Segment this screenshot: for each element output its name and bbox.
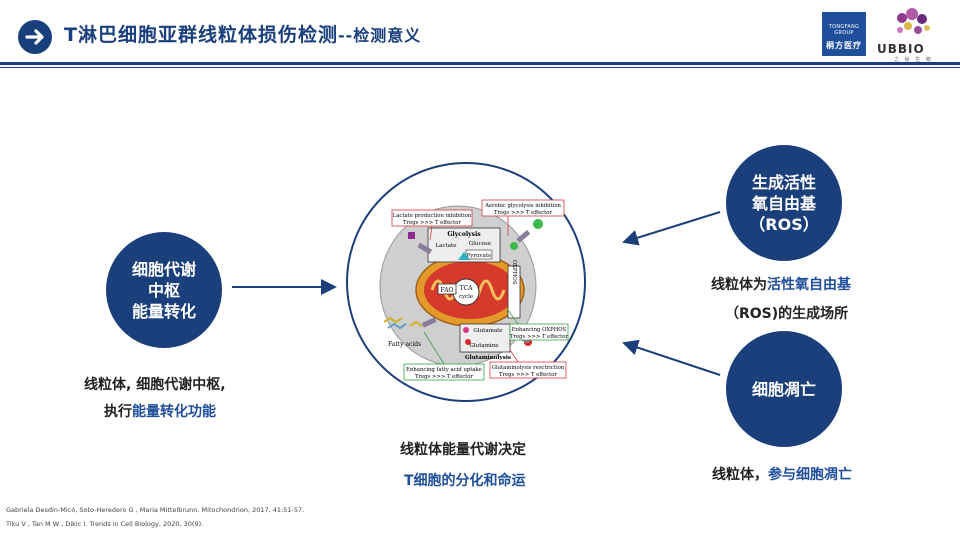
center-caption-2: T细胞的分化和命运 (404, 473, 526, 489)
ubbio-logo-mark (872, 4, 952, 62)
apoptosis-line-1: 细胞凋亡 (751, 379, 816, 399)
glucose-label: Glucose (469, 241, 491, 247)
glucose-molecule (533, 219, 543, 229)
metabolism-line-3: 能量转化 (131, 301, 196, 321)
apoptosis-caption-highlight: 参与细胞凋亡 (768, 467, 852, 483)
metabolism-circle: 细胞代谢 中枢 能量转化 (106, 232, 222, 348)
glutamine-label: Glutamine (470, 343, 499, 349)
box-lactate-line1: Lactate production inhibition (393, 213, 472, 219)
ubbio-logo-text: UBBIO (877, 42, 925, 56)
apoptosis-caption: 线粒体，参与细胞凋亡 (712, 464, 852, 484)
glutamate-label: Glutamate (473, 328, 502, 334)
apoptosis-circle: 细胞凋亡 (726, 331, 842, 447)
ros-caption-2: （ROS)的生成场所 (725, 306, 849, 322)
tca-label: TCA (460, 285, 474, 292)
lactate-label: Lactate (436, 243, 457, 249)
center-caption-1: 线粒体能量代谢决定 (400, 442, 526, 458)
metabolism-line-1: 细胞代谢 (131, 259, 196, 279)
page-title: T淋巴细胞亚群线粒体损伤检测--检测意义 (64, 20, 421, 47)
ros-caption-1-prefix: 线粒体为 (711, 277, 767, 293)
tongfang-logo-cn: 桐方医疗 (826, 41, 862, 50)
ros-circle: 生成活性 氧自由基 （ROS） (726, 145, 842, 261)
reference-1: Gabriela Desdín-Micó, Soto-Heredero G , … (6, 506, 305, 514)
tongfang-logo-en: TONGFANG GROUP (828, 24, 860, 36)
metabolism-caption-highlight: 能量转化功能 (132, 404, 216, 420)
pyruvate-label: Pyruvate (467, 253, 492, 259)
glycolysis-label: Glycolysis (447, 231, 481, 238)
box-lactate-line2: Tregs >>> T effector (403, 220, 462, 226)
box-glutamin-line2: Tregs >>> T effector (499, 372, 558, 378)
oxphos-label: OXPHOS (511, 259, 517, 284)
lactate-molecule (408, 232, 415, 239)
title-text: T淋巴细胞亚群线粒体损伤检测 (64, 24, 338, 46)
metabolism-line-2: 中枢 (147, 280, 180, 300)
ros-line-3: （ROS） (749, 214, 819, 234)
ros-caption-1: 线粒体为活性氧自由基 (711, 274, 851, 294)
title-subtitle: --检测意义 (337, 26, 422, 45)
ubbio-logo-cn: 之 秘 生 物 (894, 57, 933, 63)
box-fatty-line1: Enhancing fatty acid uptake (406, 367, 482, 373)
box-oxphos-line1: Enhancing OXPHOS (512, 327, 567, 333)
metabolism-caption-2: 执行能量转化功能 (104, 401, 216, 421)
arrow-apoptosis-to-center (622, 339, 721, 376)
box-fatty-line2: Tregs >>> T effector (415, 374, 474, 380)
glutaminolysis-label: Glutaminolysis (465, 355, 511, 361)
cycle-label: cycle (459, 294, 473, 300)
ros-line-2: 氧自由基 (751, 193, 816, 213)
reference-2: Tiku V , Tan M W , Dikic I. Trends in Ce… (6, 520, 204, 528)
glutamine-molecule (465, 339, 471, 345)
box-glutamin-line1: Glutaminolysis resctriction (492, 365, 565, 371)
mitochondria-diagram: TCA cycle FAO OXPHOS Glycolysis Glucose … (379, 199, 569, 381)
apoptosis-caption-prefix: 线粒体， (712, 467, 768, 483)
box-aerobic-line1: Aerobic glycolysis inhibition (484, 203, 561, 209)
metabolism-caption-2-prefix: 执行 (104, 404, 132, 420)
ros-caption-highlight: 活性氧自由基 (767, 277, 851, 293)
glutamate-molecule (463, 327, 469, 333)
header-divider-thin (0, 67, 960, 68)
fao-label: FAO (441, 287, 454, 294)
arrow-right-icon (18, 20, 52, 54)
metabolism-caption-1: 线粒体, 细胞代谢中枢, (84, 377, 226, 393)
glucose-molecule-inner (510, 242, 518, 250)
fatty-acid-molecules (383, 316, 423, 330)
arrow-ros-to-center (622, 211, 721, 246)
fatty-acids-label: Fatty acids (388, 341, 421, 348)
tongfang-logo: TONGFANG GROUP 桐方医疗 (822, 12, 866, 56)
box-aerobic-line2: Tregs >>> T effector (494, 210, 553, 216)
ros-line-1: 生成活性 (751, 172, 816, 192)
header-divider (0, 62, 960, 65)
tca-cycle (452, 278, 480, 306)
box-oxphos-line2: Tregs >>> T effector (510, 334, 569, 340)
mitochondria-diagram-circle: TCA cycle FAO OXPHOS Glycolysis Glucose … (346, 162, 586, 402)
